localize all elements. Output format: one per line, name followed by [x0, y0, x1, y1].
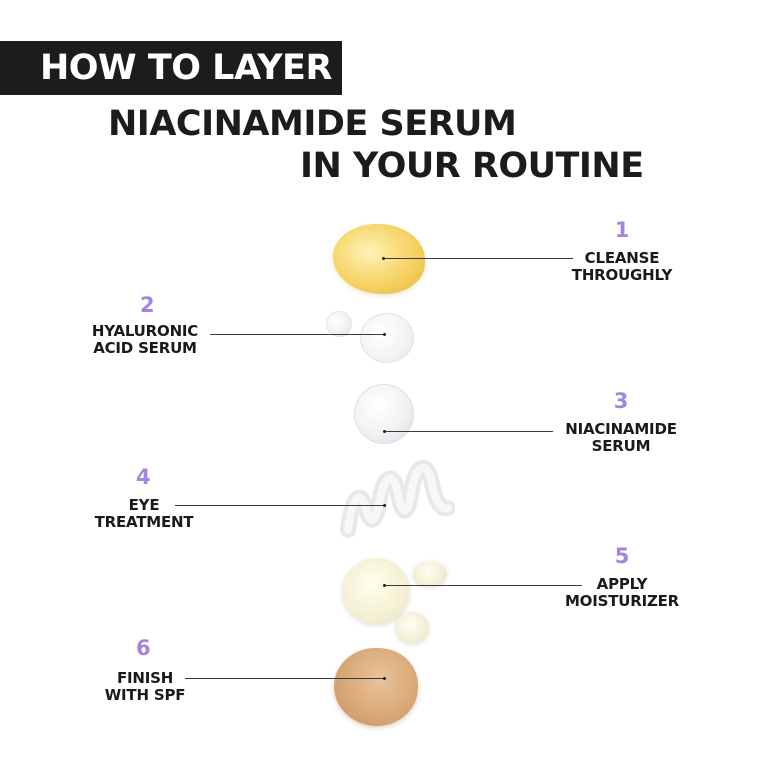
step-6: 6 FINISH WITH SPF	[100, 636, 190, 704]
step-label-line2: ACID SERUM	[93, 339, 197, 357]
step-label-line2: THROUGHLY	[571, 266, 673, 284]
connector-dot-2	[383, 333, 386, 336]
gel-squiggle-icon	[340, 460, 455, 538]
banner-text: HOW TO LAYER	[40, 48, 332, 88]
large-serum-drop-icon	[360, 313, 414, 363]
step-number: 2	[140, 293, 155, 317]
headline-line-2: IN YOUR ROUTINE	[300, 146, 644, 186]
step-label-line2: SERUM	[591, 437, 651, 455]
step-label-line2: TREATMENT	[94, 513, 194, 531]
connector-line-6	[185, 678, 385, 679]
title-banner: HOW TO LAYER	[0, 41, 342, 95]
step-label-line1: FINISH	[116, 669, 174, 687]
headline-line-1: NIACINAMIDE SERUM	[108, 104, 517, 144]
step-label-line2: WITH SPF	[104, 686, 186, 704]
step-label-line1: NIACINAMIDE	[565, 420, 677, 438]
connector-dot-3	[383, 430, 386, 433]
connector-dot-4	[383, 504, 386, 507]
connector-line-4	[175, 505, 385, 506]
step-number: 6	[136, 636, 151, 660]
connector-line-1	[383, 258, 573, 259]
step-number: 5	[614, 544, 630, 568]
step-1: 1 CLEANSE THROUGHLY	[566, 218, 678, 284]
step-label-line1: APPLY	[596, 575, 648, 593]
moisturizer-dollop-icon	[342, 558, 410, 624]
step-4: 4 EYE TREATMENT	[90, 465, 198, 531]
step-label-line1: HYALURONIC	[91, 322, 199, 340]
connector-dot-5	[383, 584, 386, 587]
niacinamide-drop-icon	[354, 384, 414, 444]
step-3: 3 NIACINAMIDE SERUM	[559, 389, 683, 455]
step-number: 1	[614, 218, 630, 242]
moisturizer-small-dollop-icon	[395, 612, 429, 644]
connector-line-3	[384, 431, 553, 432]
step-label-line1: CLEANSE	[584, 249, 660, 267]
step-5: 5 APPLY MOISTURIZER	[560, 544, 684, 610]
step-label-line2: MOISTURIZER	[564, 592, 680, 610]
step-2: 2 HYALURONIC ACID SERUM	[86, 293, 204, 357]
moisturizer-small-dollop-icon	[413, 561, 447, 587]
connector-line-2	[210, 334, 385, 335]
tinted-spf-swatch-icon	[334, 648, 418, 726]
step-number: 4	[136, 465, 151, 489]
small-serum-drop-icon	[326, 311, 352, 337]
yellow-cleanser-swirl-icon	[333, 224, 425, 294]
connector-dot-6	[383, 677, 386, 680]
connector-line-5	[384, 585, 582, 586]
connector-dot-1	[382, 257, 385, 260]
step-number: 3	[613, 389, 629, 413]
step-label-line1: EYE	[128, 496, 160, 514]
